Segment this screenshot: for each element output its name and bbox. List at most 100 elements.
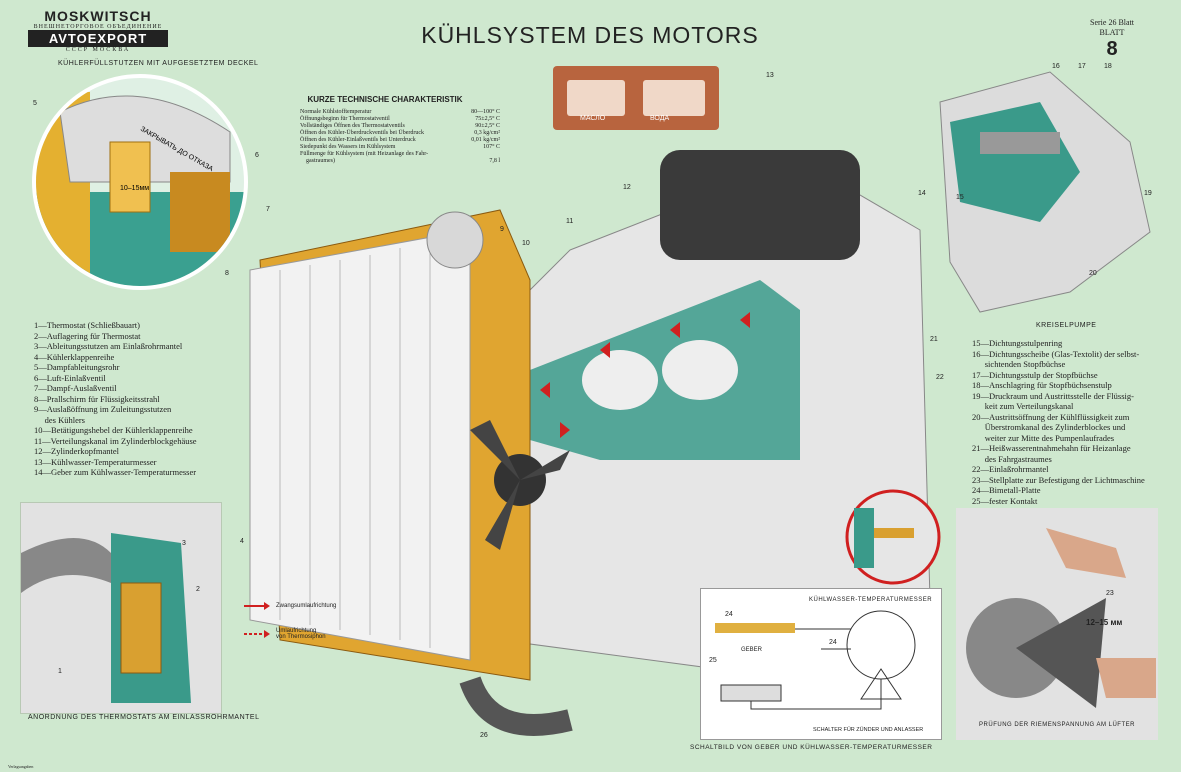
flow-legend: Zwangsumlaufrichtung Umlaufrichtung von … <box>244 602 364 640</box>
tech-row-value: 0,01 kg/cm² <box>471 137 500 143</box>
thermostat-illustration <box>21 503 221 713</box>
callout-11: 11 <box>566 218 574 225</box>
tech-row-value: 80—100° C <box>471 109 500 115</box>
tech-row-value: 90±2,5° C <box>475 123 500 129</box>
legend-left: 1—Thermostat (Schließbauart)2—Auflagerin… <box>34 320 197 478</box>
legend-item: 7—Dampf-Auslaßventil <box>34 383 117 393</box>
sensor-zoom-inset <box>845 489 941 585</box>
legend-item: 2—Auflagering für Thermostat <box>34 330 141 341</box>
legend-item: 3—Ableitungsstutzen am Einlaßrohrmantel <box>34 341 183 351</box>
tech-row-label: Vollständiges Öffnen des Thermostatventi… <box>300 123 405 129</box>
pump-caption: KREISELPUMPE <box>1036 322 1097 329</box>
tech-heading: KURZE TECHNISCHE CHARAKTERISTIK <box>307 95 463 104</box>
legend-item: des Kühlers <box>34 414 85 425</box>
callout-25: 25 <box>709 657 717 664</box>
belt-measure: 12–15 мм <box>1086 618 1123 627</box>
tech-row: Siedepunkt des Wassers im Kühlsystem 107°… <box>300 144 500 151</box>
tech-row-value: 107° C <box>483 144 500 150</box>
callout-1: 1 <box>58 668 62 675</box>
cap-measure: 10–15мм <box>120 185 149 192</box>
callout-19: 19 <box>1144 190 1152 197</box>
schema-top-caption: KÜHLWASSER-TEMPERATURMESSER <box>809 597 933 603</box>
legend-item: 13—Kühlwasser-Temperaturmesser <box>34 456 157 467</box>
legend-item: 19—Druckraum und Austrittsstelle der Flü… <box>972 390 1134 401</box>
callout-16: 16 <box>1052 63 1060 70</box>
legend-item: keit zum Verteilungskanal <box>972 401 1074 411</box>
legend-item: 23—Stellplatte zur Befestigung der Licht… <box>972 474 1145 485</box>
gauge-schematic-panel: KÜHLWASSER-TEMPERATURMESSER 24 24 25 GEB… <box>700 588 942 740</box>
tech-row: gastraumes)7,8 l <box>300 158 500 165</box>
sheet-label: BLATT <box>1099 28 1125 37</box>
callout-3: 3 <box>182 540 186 547</box>
callout-6: 6 <box>255 152 259 159</box>
technical-characteristics: KURZE TECHNISCHE CHARAKTERISTIK Normale … <box>300 96 500 165</box>
tech-row: Normale Kühlstofftemperatur 80—100° C <box>300 109 500 116</box>
legend-item: Überstromkanal des Zylinderblockes und <box>972 422 1126 432</box>
brand-city: СССР МОСКВА <box>65 47 131 53</box>
tech-row-label: gastraumes) <box>300 158 335 164</box>
belt-caption: PRÜFUNG DER RIEMENSPANNUNG AM LÜFTER <box>979 722 1135 728</box>
tech-row-label: Normale Kühlstofftemperatur <box>300 109 372 115</box>
legend-item: 22—Einlaßrohrmantel <box>972 464 1049 474</box>
legend-item: 6—Luft-Einlaßventil <box>34 372 106 383</box>
legend-item: 17—Dichtungsstulp der Stopfbüchse <box>972 369 1098 380</box>
tech-row: Öffnen des Kühler-Einlaßventils bei Unte… <box>300 137 500 144</box>
temperature-gauge <box>553 66 719 130</box>
callout-21: 21 <box>930 336 938 343</box>
legend-item: 21—Heißwasserentnahmehahn für Heizanlage <box>972 443 1131 453</box>
legend-item: 24—Bimetall-Platte <box>972 485 1041 495</box>
water-pump-cutaway <box>939 71 1151 313</box>
cap-inset-caption: KÜHLERFÜLLSTUTZEN MIT AUFGESETZTEM DECKE… <box>58 60 259 67</box>
tech-row-label: Füllmenge für Kühlsystem (mit Heizanlage… <box>300 151 429 157</box>
brand-sub: ВНЕШНЕТОРГОВОЕ ОБЪЕДИНЕНИЕ <box>33 24 163 30</box>
geber-label: GEBER <box>741 647 763 653</box>
schema-bottom-caption: SCHALTBILD VON GEBER UND KÜHLWASSER-TEMP… <box>690 744 933 751</box>
legend-item: 10—Betätigungshebel der Kühlerklappenrei… <box>34 425 193 435</box>
tech-row-label: Öffnen des Kühler-Einlaßventils bei Unte… <box>300 137 416 143</box>
callout-24b: 24 <box>829 639 837 646</box>
tech-row-label: Öffnungsbeginn für Thermostatventil <box>300 116 390 122</box>
tech-row-label: Öffnen des Kühler-Überdruckventils bei Ü… <box>300 130 425 136</box>
callout-20: 20 <box>1089 270 1097 277</box>
engine-cutaway-illustration <box>249 150 931 736</box>
page-title: KÜHLSYSTEM DES MOTORS <box>421 22 759 48</box>
legend-item: 9—Auslaßöffnung im Zuleitungsstutzen <box>34 404 172 414</box>
avtoexport-label: AVTOEXPORT <box>28 30 168 47</box>
callout-17: 17 <box>1078 63 1086 70</box>
flow-legend-forced: Zwangsumlaufrichtung <box>244 602 364 610</box>
callout-8: 8 <box>225 270 229 277</box>
moskwitsch-logo: MOSKWITSCH ВНЕШНЕТОРГОВОЕ ОБЪЕДИНЕНИЕ AV… <box>28 8 168 53</box>
tech-row: Öffnungsbeginn für Thermostatventil 75±2,… <box>300 116 500 123</box>
radiator-cap-inset: 10–15мм ЗАКРЫВАТЬ ДО ОТКАЗА <box>32 74 248 290</box>
legend-item: 14—Geber zum Kühlwasser-Temperaturmesser <box>34 467 197 477</box>
callout-14: 14 <box>918 190 926 197</box>
tech-row: Vollständiges Öffnen des Thermostatventi… <box>300 123 500 130</box>
callout-4: 4 <box>240 538 244 545</box>
legend-item: des Fahrgastraumes <box>972 453 1052 464</box>
callout-15: 15 <box>956 194 964 201</box>
legend-item: 18—Anschlagring für Stopfbüchsenstulp <box>972 380 1112 390</box>
callout-26: 26 <box>480 732 488 739</box>
legend-item: 8—Prallschirm für Flüssigkeitsstrahl <box>34 393 160 404</box>
flow-legend-thermosiphon: Umlaufrichtung von Thermosiphon <box>244 628 364 640</box>
callout-5: 5 <box>33 100 37 107</box>
legend-item: sichtenden Stopfbüchse <box>972 359 1066 369</box>
forced-flow-label: Zwangsumlaufrichtung <box>276 603 337 609</box>
legend-item: 12—Zylinderkopfmantel <box>34 446 119 456</box>
tech-row: Füllmenge für Kühlsystem (mit Heizanlage… <box>300 151 500 158</box>
tech-row-value: 75±2,5° C <box>475 116 500 122</box>
tech-row-value: 0,3 kg/cm² <box>474 130 500 136</box>
sheet-series: Serie 26 Blatt <box>1090 18 1134 27</box>
gauge-water-label: ВОДА <box>650 115 670 122</box>
callout-22: 22 <box>936 374 944 381</box>
legend-item: 1—Thermostat (Schließbauart) <box>34 320 140 330</box>
callout-23: 23 <box>1106 590 1114 597</box>
brand-name: MOSKWITSCH <box>44 8 152 24</box>
legend-item: 4—Kühlerklappenreihe <box>34 351 115 362</box>
tech-row: Öffnen des Kühler-Überdruckventils bei Ü… <box>300 130 500 137</box>
thermosiphon-flow-arrow-icon <box>244 630 270 638</box>
tech-row-label: Siedepunkt des Wassers im Kühlsystem <box>300 144 396 150</box>
sheet-number-value: 8 <box>1106 38 1118 60</box>
